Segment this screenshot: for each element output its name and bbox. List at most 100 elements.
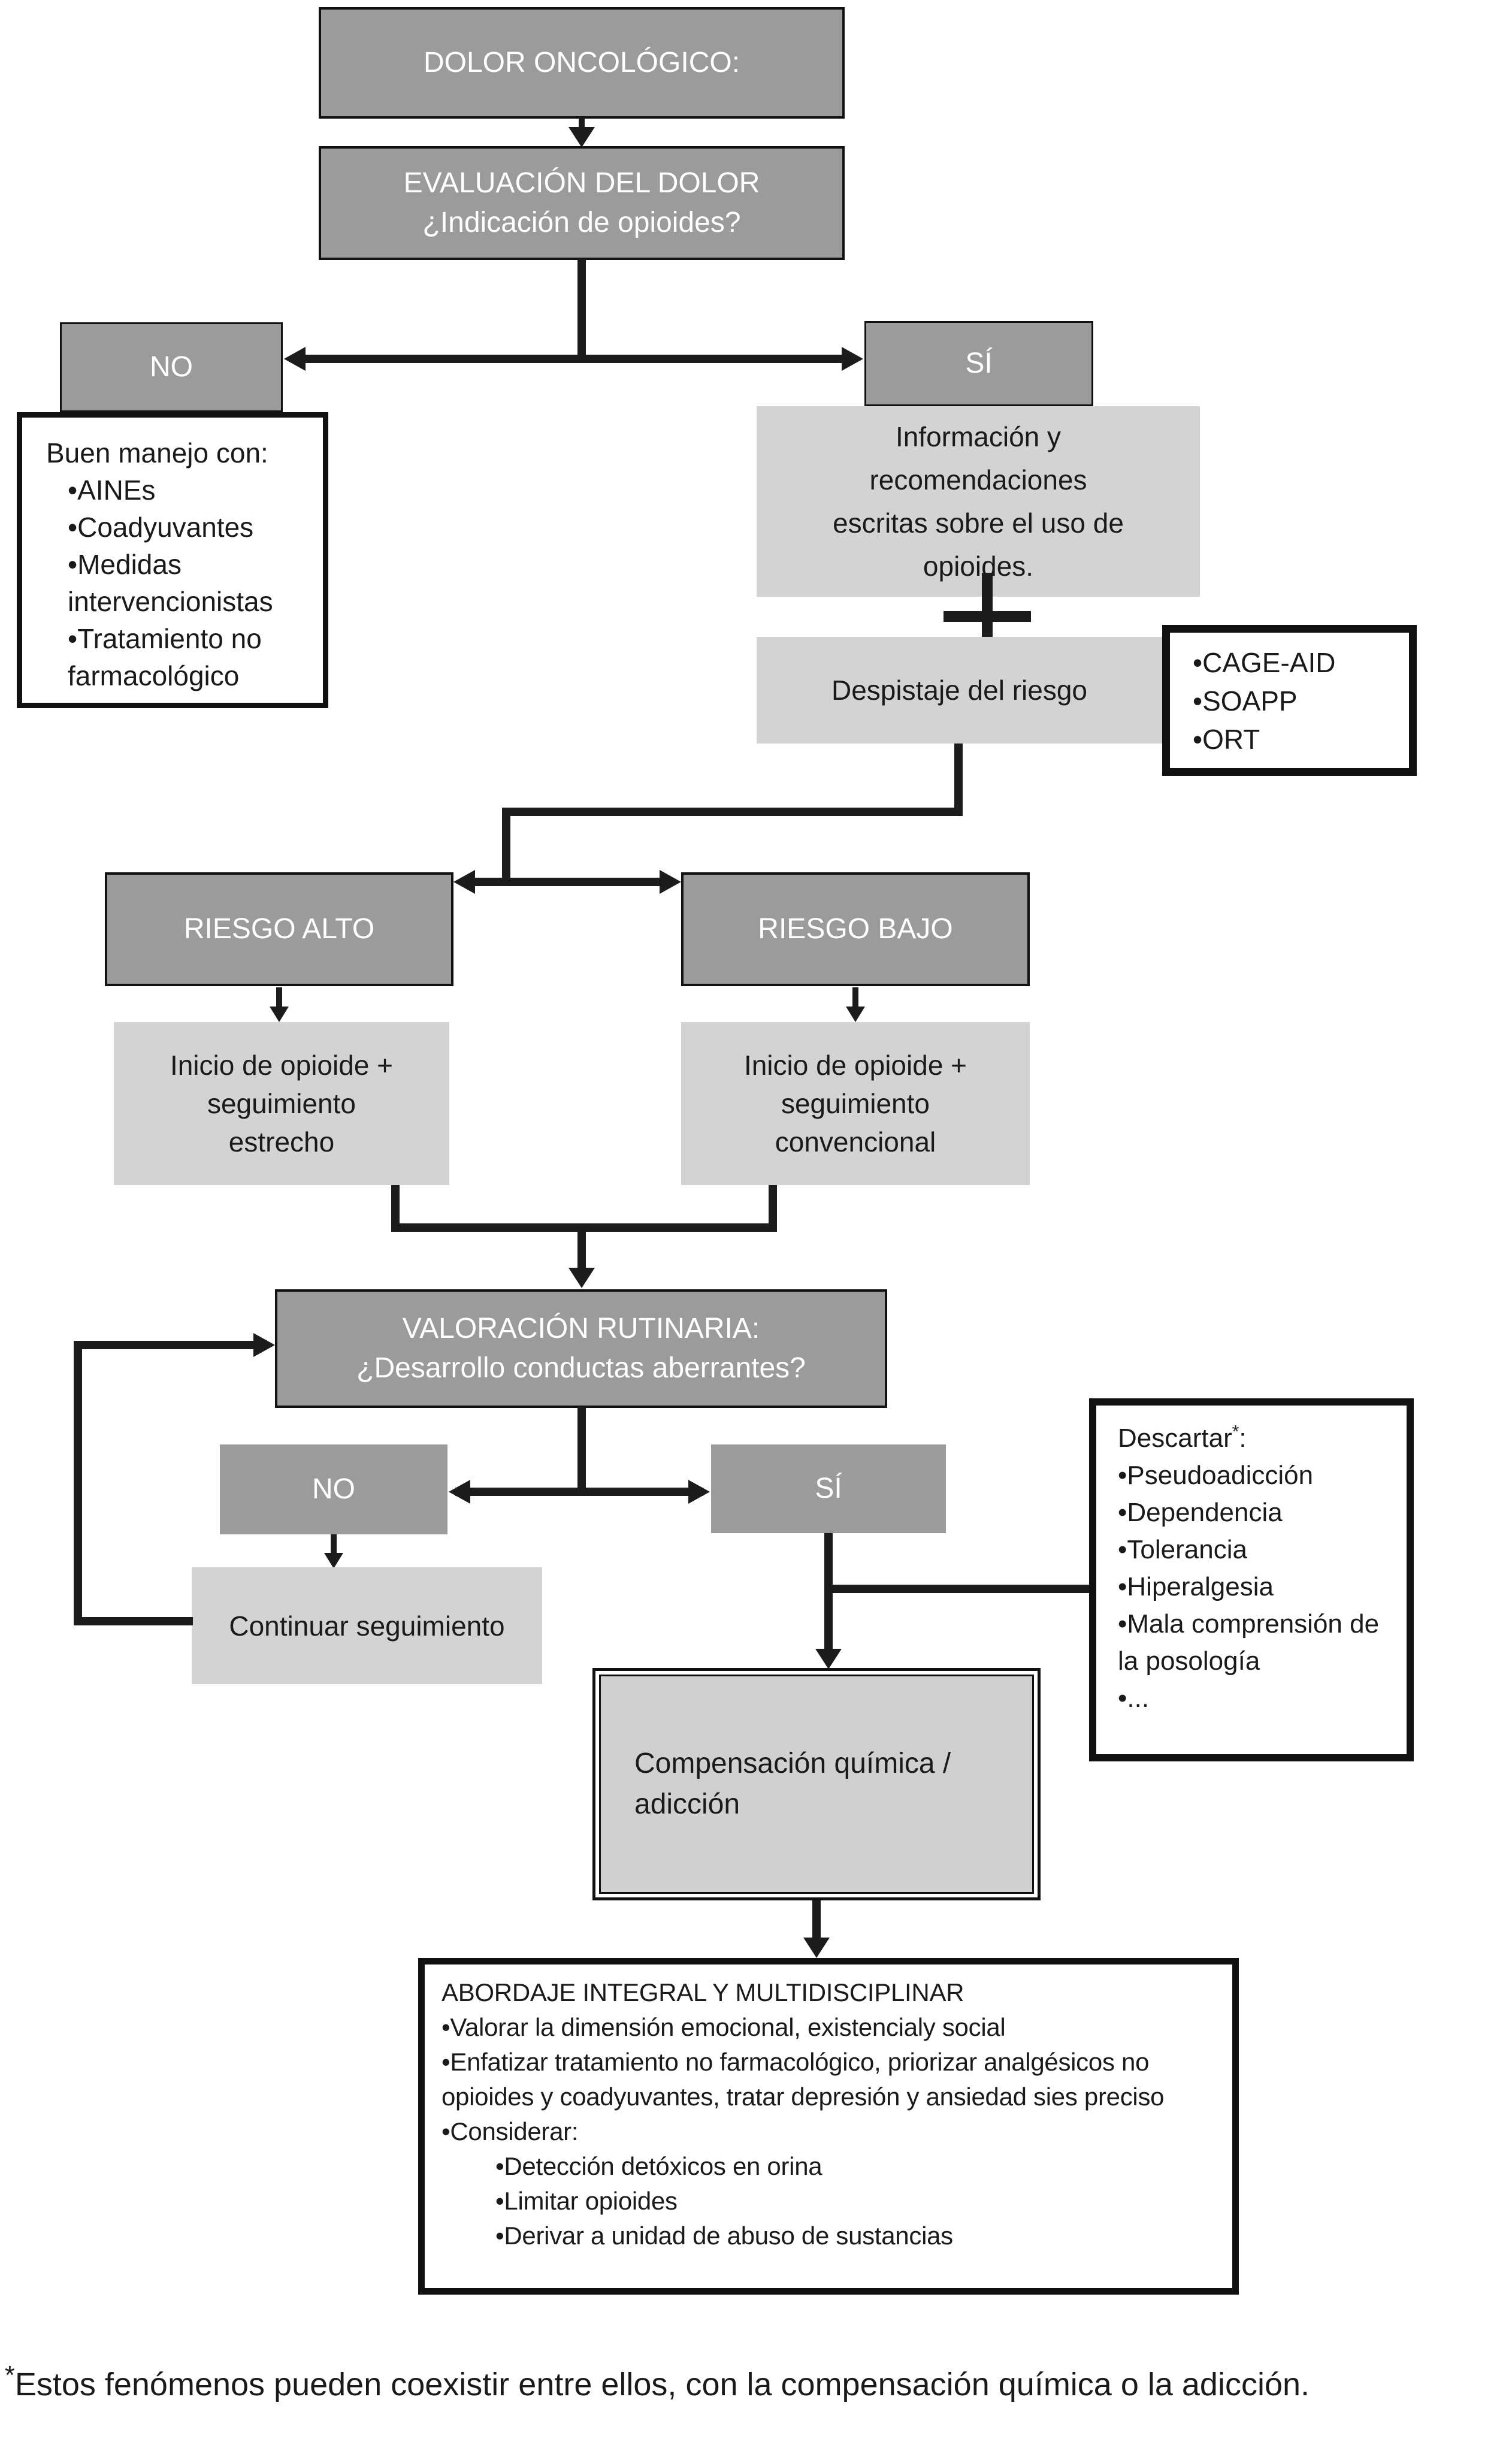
- connector-descartar-branch: [833, 1585, 1090, 1593]
- arrowhead-split-si2: [688, 1480, 710, 1504]
- arrowhead-dolor-eval: [568, 127, 595, 147]
- connector-valoracion-split-h: [455, 1488, 703, 1496]
- arrowhead-abordaje: [803, 1938, 830, 1958]
- compensacion-line: Compensación química /: [634, 1748, 951, 1779]
- abordaje-subitem: •Derivar a unidad de abuso de sustancias: [495, 2222, 953, 2250]
- valoracion-line2: ¿Desarrollo conductas aberrantes?: [356, 1352, 806, 1384]
- inicio-estrecho-line: Inicio de opioide +: [170, 1050, 394, 1081]
- connector-merge-left-stub: [391, 1185, 400, 1232]
- node-riesgo-alto: RIESGO ALTO: [105, 872, 453, 986]
- abordaje-item: •Valorar la dimensión emocional, existen…: [441, 2013, 1006, 2041]
- node-buen-manejo: Buen manejo con: •AINEs •Coadyuvantes •M…: [17, 412, 328, 708]
- buen-manejo-item: •Medidas intervencionistas: [68, 549, 273, 617]
- riesgo-alto-label: RIESGO ALTO: [183, 913, 375, 945]
- node-no1-label: NO: [150, 351, 193, 383]
- node-si-1: SÍ: [864, 321, 1093, 406]
- node-informacion: Información y recomendaciones escritas s…: [757, 406, 1200, 597]
- valoracion-line1: VALORACIÓN RUTINARIA:: [402, 1313, 760, 1344]
- informacion-line: recomendaciones: [869, 464, 1087, 495]
- informacion-line: opioides.: [923, 551, 1034, 582]
- buen-manejo-title: Buen manejo con:: [46, 437, 268, 469]
- node-si-2: SÍ: [711, 1444, 946, 1533]
- informacion-line: Información y: [895, 421, 1062, 452]
- descartar-item: •...: [1118, 1684, 1150, 1713]
- node-compensacion: Compensación química / adicción: [592, 1668, 1041, 1900]
- connector-eval-split-h: [300, 355, 845, 363]
- informacion-line: escritas sobre el uso de: [833, 507, 1124, 539]
- node-riesgo-bajo: RIESGO BAJO: [681, 872, 1030, 986]
- footnote-text: Estos fenómenos pueden coexistir entre e…: [14, 2367, 1310, 2402]
- connector-si2-down: [824, 1533, 833, 1649]
- node-no-1: NO: [60, 322, 283, 412]
- despistaje-label: Despistaje del riesgo: [831, 675, 1087, 706]
- connector-riesgo-split-h: [473, 878, 665, 886]
- herramienta-item: •SOAPP: [1193, 685, 1298, 717]
- abordaje-item: •Enfatizar tratamiento no farmacológico,…: [441, 2048, 1165, 2111]
- abordaje-subitem: •Detección detóxicos en orina: [495, 2152, 822, 2180]
- abordaje-subitem: •Limitar opioides: [495, 2187, 678, 2215]
- descartar-item: •Dependencia: [1118, 1498, 1283, 1527]
- arrowhead-alto-inicio: [270, 1007, 289, 1022]
- connector-merge-down: [577, 1223, 586, 1268]
- inicio-convencional-line: Inicio de opioide +: [743, 1050, 967, 1081]
- connector-merge-right-stub: [769, 1185, 777, 1232]
- node-si1-label: SÍ: [965, 347, 993, 379]
- arrowhead-split-no2: [449, 1480, 470, 1504]
- node-si2-label: SÍ: [815, 1473, 842, 1504]
- node-no-2: NO: [220, 1444, 447, 1534]
- node-evaluacion-line1: EVALUACIÓN DEL DOLOR: [403, 167, 760, 199]
- herramienta-item: •CAGE-AID: [1193, 647, 1336, 678]
- descartar-item: •Tolerancia: [1118, 1535, 1247, 1564]
- inicio-estrecho-line: seguimiento: [207, 1088, 356, 1119]
- footnote-asterisk: *: [5, 2361, 15, 2390]
- descartar-item: •Pseudoadicción: [1118, 1461, 1314, 1490]
- node-continuar-seguimiento: Continuar seguimiento: [192, 1567, 542, 1684]
- connector-bajo-inicio: [852, 987, 858, 1007]
- descartar-asterisk: *: [1232, 1422, 1239, 1442]
- connector-eval-split-v: [577, 259, 586, 359]
- arrowhead-compensacion: [815, 1649, 842, 1669]
- node-inicio-convencional: Inicio de opioide + seguimiento convenci…: [681, 1022, 1030, 1185]
- node-inicio-estrecho: Inicio de opioide + seguimiento estrecho: [114, 1022, 449, 1185]
- inicio-estrecho-line: estrecho: [228, 1126, 335, 1157]
- node-descartar: Descartar*: •Pseudoadicción •Dependencia…: [1089, 1398, 1414, 1761]
- inicio-convencional-line: convencional: [775, 1126, 936, 1157]
- connector-compensacion-abordaje: [812, 1900, 821, 1938]
- connector-riesgo-drop: [502, 808, 510, 886]
- node-abordaje-integral: ABORDAJE INTEGRAL Y MULTIDISCIPLINAR •Va…: [418, 1958, 1239, 2295]
- footnote: *Estos fenómenos pueden coexistir entre …: [5, 2352, 1507, 2417]
- node-dolor-label: DOLOR ONCOLÓGICO:: [423, 47, 740, 78]
- loop-continuar-h2: [82, 1341, 255, 1349]
- node-dolor-oncologico: DOLOR ONCOLÓGICO:: [319, 7, 845, 119]
- arrowhead-riesgo-alto: [453, 870, 475, 894]
- descartar-item: •Hiperalgesia: [1118, 1572, 1274, 1601]
- node-despistaje: Despistaje del riesgo: [757, 637, 1162, 744]
- riesgo-bajo-label: RIESGO BAJO: [758, 913, 953, 945]
- arrowhead-bajo-inicio: [846, 1007, 865, 1022]
- compensacion-line: adicción: [634, 1788, 740, 1820]
- connector-despistaje-down: [954, 744, 963, 816]
- node-valoracion-rutinaria: VALORACIÓN RUTINARIA: ¿Desarrollo conduc…: [275, 1289, 887, 1408]
- arrowhead-split-no: [284, 347, 306, 371]
- buen-manejo-item: •AINEs: [68, 474, 156, 506]
- arrowhead-split-si: [842, 347, 863, 371]
- arrowhead-continuar: [324, 1553, 343, 1568]
- abordaje-title: ABORDAJE INTEGRAL Y MULTIDISCIPLINAR: [441, 1978, 964, 2006]
- descartar-item: •Mala comprensión de la posología: [1118, 1609, 1380, 1676]
- connector-dolor-eval: [579, 117, 585, 134]
- buen-manejo-item: •Tratamiento no farmacológico: [68, 623, 262, 691]
- herramienta-item: •ORT: [1193, 724, 1260, 755]
- node-no2-label: NO: [312, 1473, 355, 1505]
- node-evaluacion-dolor: EVALUACIÓN DEL DOLOR ¿Indicación de opio…: [319, 146, 845, 260]
- arrowhead-loop-valoracion: [253, 1333, 275, 1357]
- connector-valoracion-split-v: [577, 1407, 586, 1496]
- loop-continuar-v: [74, 1341, 82, 1625]
- inicio-convencional-line: seguimiento: [781, 1088, 930, 1119]
- buen-manejo-item: •Coadyuvantes: [68, 512, 254, 543]
- node-evaluacion-line2: ¿Indicación de opioides?: [422, 207, 741, 238]
- loop-continuar-h1: [78, 1617, 193, 1625]
- abordaje-item: •Considerar:: [441, 2117, 579, 2145]
- connector-alto-inicio: [276, 987, 282, 1007]
- node-herramientas-cribado: •CAGE-AID •SOAPP •ORT: [1162, 625, 1417, 776]
